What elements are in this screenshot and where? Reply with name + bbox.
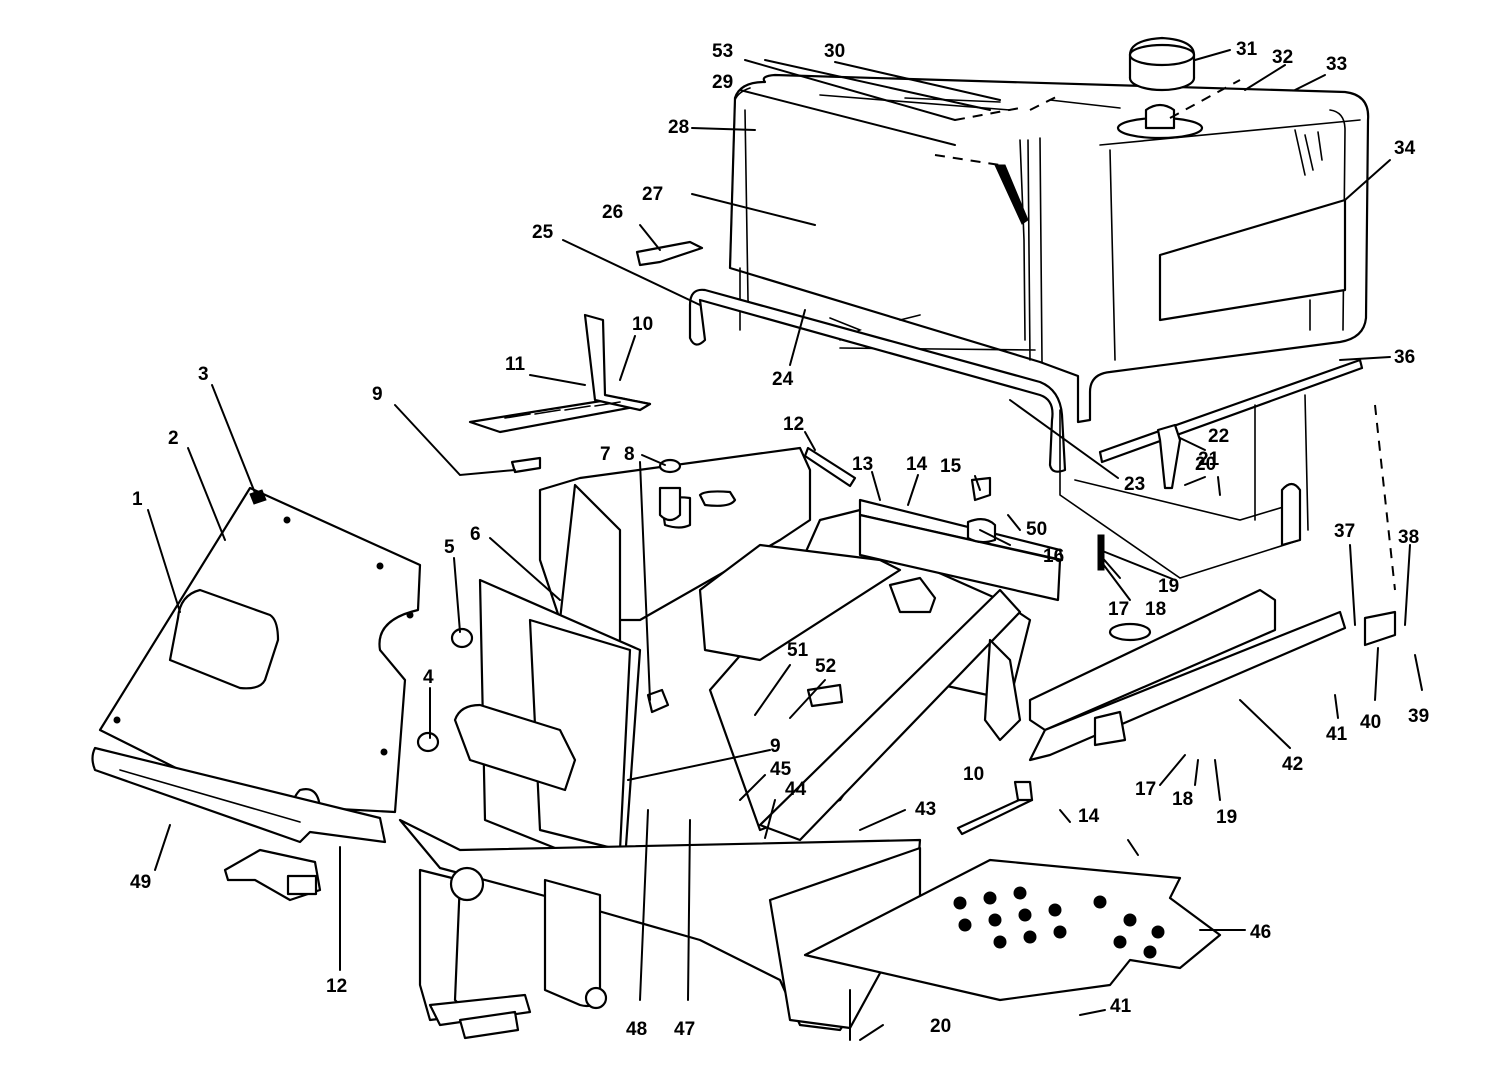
callout-37: 37 xyxy=(1334,521,1355,542)
callout-45: 45 xyxy=(770,759,792,780)
front-bar xyxy=(91,746,387,902)
leader-lines xyxy=(147,49,1423,1041)
callout-33: 33 xyxy=(1326,54,1347,75)
callout-42: 42 xyxy=(1282,754,1303,775)
callout-26: 26 xyxy=(602,202,623,223)
callout-2: 2 xyxy=(168,428,179,449)
callout-50: 50 xyxy=(1026,519,1047,540)
callout-20-top: 20 xyxy=(1195,454,1216,475)
bracket-assembly xyxy=(468,313,1034,836)
callout-1: 1 xyxy=(132,489,143,510)
hinge-strip xyxy=(1098,358,1364,490)
callout-23: 23 xyxy=(1124,474,1145,495)
callout-21: 21 xyxy=(1198,449,1220,470)
callout-16: 16 xyxy=(1043,546,1064,567)
callout-30: 30 xyxy=(824,41,845,62)
callout-9-top: 9 xyxy=(372,384,383,405)
callout-48: 48 xyxy=(626,1019,647,1040)
callout-22: 22 xyxy=(1208,426,1229,447)
callout-13: 13 xyxy=(852,454,873,475)
callout-11: 11 xyxy=(505,354,526,375)
callout-17-low: 17 xyxy=(1135,779,1156,800)
callout-19-top: 19 xyxy=(1158,576,1179,597)
callout-53: 53 xyxy=(712,41,733,62)
foot-plate xyxy=(803,858,1222,1002)
callout-44: 44 xyxy=(785,779,807,800)
callout-19-low: 19 xyxy=(1216,807,1237,828)
callout-41-right: 41 xyxy=(1326,724,1348,745)
callout-12-low: 12 xyxy=(326,976,347,997)
hood-assembly xyxy=(728,73,1370,424)
rear-panel xyxy=(1059,394,1309,579)
callout-38: 38 xyxy=(1398,527,1419,548)
callout-24: 24 xyxy=(772,369,794,390)
callout-18-top: 18 xyxy=(1145,599,1166,620)
callout-49: 49 xyxy=(130,872,151,893)
callout-39: 39 xyxy=(1408,706,1429,727)
callout-10-top: 10 xyxy=(632,314,653,335)
callout-27: 27 xyxy=(642,184,663,205)
callout-47: 47 xyxy=(674,1019,695,1040)
callout-34: 34 xyxy=(1394,138,1416,159)
callout-3: 3 xyxy=(198,364,209,385)
callout-28: 28 xyxy=(668,117,689,138)
foot-plate-holes xyxy=(953,886,1165,959)
callout-labels: 1 2 3 4 5 6 7 8 9 9 10 10 11 12 12 13 14… xyxy=(130,39,1429,1040)
callout-4: 4 xyxy=(423,667,434,688)
callout-9-mid: 9 xyxy=(770,736,781,757)
callout-17-top: 17 xyxy=(1108,599,1129,620)
callout-6: 6 xyxy=(470,524,481,545)
callout-43: 43 xyxy=(915,799,936,820)
callout-40: 40 xyxy=(1360,712,1381,733)
callout-15: 15 xyxy=(940,456,962,477)
callout-52: 52 xyxy=(815,656,836,677)
hardware xyxy=(416,164,1397,753)
callout-14-top: 14 xyxy=(906,454,928,475)
callout-46: 46 xyxy=(1250,922,1271,943)
callout-18-low: 18 xyxy=(1172,789,1193,810)
callout-10-low: 10 xyxy=(963,764,984,785)
side-shield-panel xyxy=(98,486,422,820)
callout-41-low: 41 xyxy=(1110,996,1132,1017)
callout-20-low: 20 xyxy=(930,1016,951,1037)
callout-51: 51 xyxy=(787,640,809,661)
hood-prop-rod xyxy=(635,240,1067,473)
callout-12-top: 12 xyxy=(783,414,804,435)
fuel-cap xyxy=(1116,36,1204,140)
callout-29: 29 xyxy=(712,72,733,93)
callout-7: 7 xyxy=(600,444,611,465)
callout-32: 32 xyxy=(1272,47,1293,68)
callout-31: 31 xyxy=(1236,39,1258,60)
callout-14-low: 14 xyxy=(1078,806,1100,827)
callout-25: 25 xyxy=(532,222,554,243)
callout-36: 36 xyxy=(1394,347,1415,368)
callout-8: 8 xyxy=(624,444,635,465)
callout-5: 5 xyxy=(444,537,455,558)
